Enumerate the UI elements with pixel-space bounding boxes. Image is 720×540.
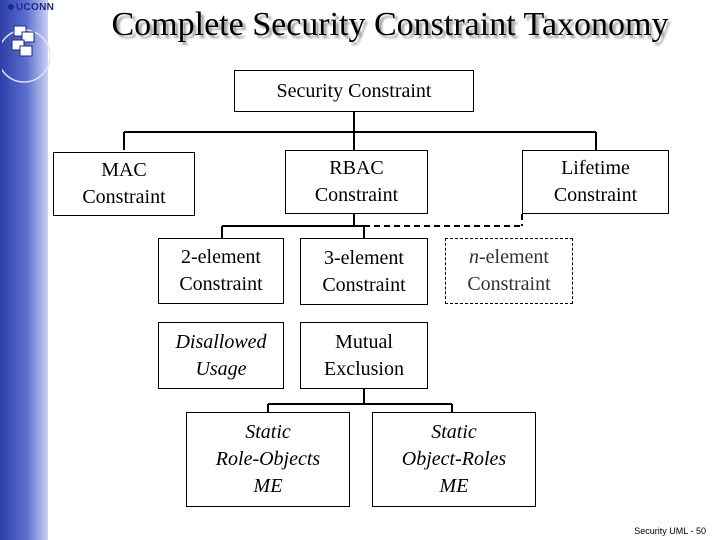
uconn-logo: UCONN xyxy=(8,2,54,13)
node-rbac-constraint: RBAC Constraint xyxy=(285,150,428,214)
sidebar-band xyxy=(0,0,48,540)
node-static-object-roles-me: Static Object-Roles ME xyxy=(372,412,536,507)
node-disallowed-usage: Disallowed Usage xyxy=(158,322,284,389)
node-2-element-constraint: 2-element Constraint xyxy=(158,238,284,304)
node-lifetime-constraint: Lifetime Constraint xyxy=(522,150,669,214)
slide-footer: Security UML - 50 xyxy=(634,526,706,536)
node-mutual-exclusion: Mutual Exclusion xyxy=(300,322,428,389)
node-security-constraint: Security Constraint xyxy=(234,70,474,112)
university-seal-icon xyxy=(2,25,50,83)
node-mac-constraint: MAC Constraint xyxy=(53,152,195,216)
node-n-element-constraint: n-element Constraint xyxy=(445,238,573,304)
page-title: Complete Security Constraint Taxonomy xyxy=(111,6,669,43)
node-3-element-constraint: 3-element Constraint xyxy=(300,238,428,305)
node-static-role-objects-me: Static Role-Objects ME xyxy=(186,412,350,507)
